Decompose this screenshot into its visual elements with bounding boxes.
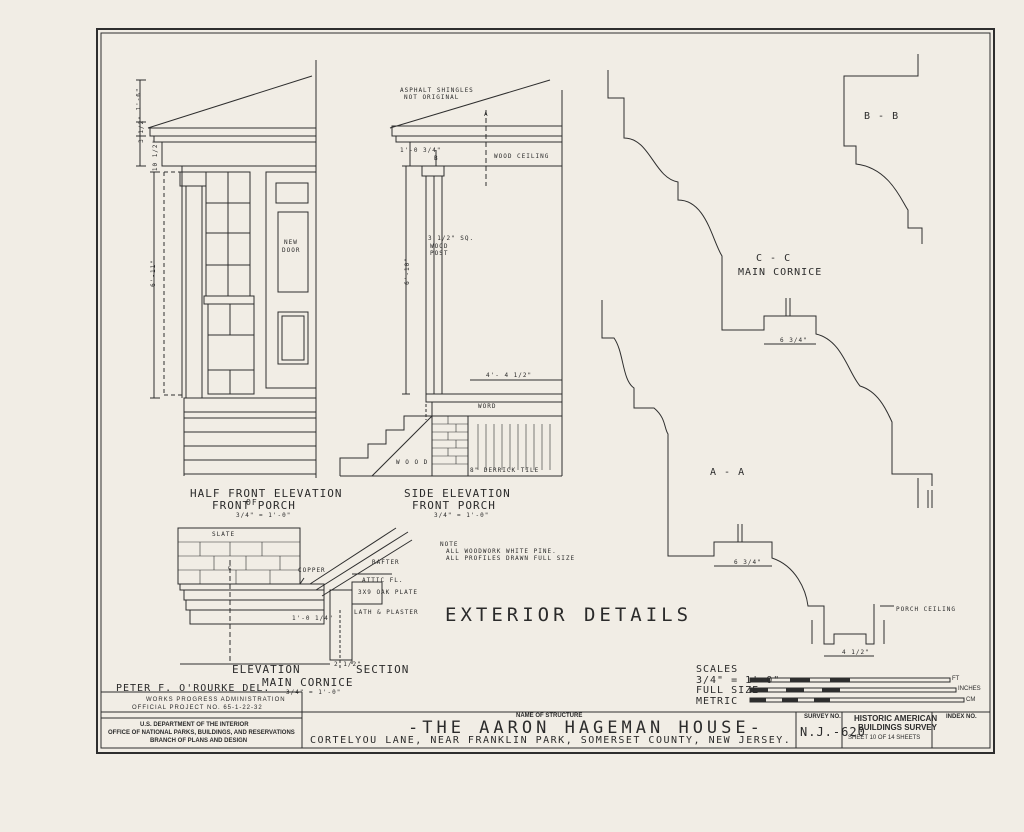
brick-label: 8" DERRICK TILE [470, 467, 540, 474]
new-door-label-2: DOOR [282, 247, 301, 254]
scales-heading: SCALES [696, 664, 739, 675]
half-front-of: OF [246, 498, 258, 507]
dim-10-half: 10 1/2" [152, 138, 160, 172]
dim-side: 1'-0 1/4" [292, 615, 334, 622]
side-elevation-title: SIDE ELEVATION [404, 487, 511, 500]
sheet-title: EXTERIOR DETAILS [445, 604, 693, 626]
dept-line-2: OFFICE OF NATIONAL PARKS, BUILDINGS, AND… [108, 730, 295, 736]
asphalt-note-2: NOT ORIGINAL [404, 94, 460, 101]
dim-aa: 6 3/4" [734, 559, 762, 566]
dim-porch: 4 1/2" [842, 649, 870, 656]
porch-ceiling-label: PORCH CEILING [896, 606, 956, 613]
wood-step-label: W O O D [396, 459, 429, 466]
profile-cc-label: C - C [756, 253, 792, 264]
copper-label: COPPER [298, 567, 326, 574]
scale-unit-in: INCHES [958, 686, 981, 692]
wpa-line-2: OFFICIAL PROJECT NO. 65-1-22-32 [132, 705, 263, 711]
dim-6-11: 6'-11" [149, 259, 157, 287]
new-door-label: NEW [284, 239, 298, 246]
dim-6-10: 6'-10" [403, 257, 411, 285]
rafter-label: RAFTER [372, 559, 400, 566]
scale-row-3: METRIC [696, 696, 739, 707]
structure-name-label: NAME OF STRUCTURE [516, 713, 583, 719]
structure-location: CORTELYOU LANE, NEAR FRANKLIN PARK, SOME… [310, 735, 792, 746]
cornice-section-label: SECTION [356, 663, 410, 676]
section-mark-c: C [228, 565, 233, 572]
dim-1-0-3: 1'-0 3/4" [400, 147, 442, 154]
profile-aa-label: A - A [710, 467, 746, 478]
wood-post-label-2: WOOD [430, 243, 449, 250]
half-front-scale: 3/4" = 1'-0" [236, 512, 292, 519]
cornice-elevation-label: ELEVATION [232, 663, 301, 676]
structure-name: -THE AARON HAGEMAN HOUSE- [408, 718, 764, 738]
survey-number: N.J.-620 [800, 725, 866, 739]
dim-4-4: 4'- 4 1/2" [486, 372, 533, 379]
dim-3-half: 3 1/2" [137, 115, 145, 143]
half-front-title: HALF FRONT ELEVATION [190, 487, 343, 500]
cornice-scale: 3/4" = 1'-0" [286, 689, 342, 696]
dept-line-1: U.S. DEPARTMENT OF THE INTERIOR [140, 722, 249, 728]
dim-1-6: 1'-6" [135, 87, 143, 111]
lath-plaster-label: LATH & PLASTER [354, 609, 419, 616]
index-no-label: INDEX NO. [946, 714, 977, 720]
attic-floor-label: ATTIC FL. [362, 577, 404, 584]
side-elevation-scale: 3/4" = 1'-0" [434, 512, 490, 519]
side-elevation-subtitle: FRONT PORCH [412, 499, 496, 512]
scale-row-1: 3/4" = 1'-0" [696, 675, 781, 686]
sheet-number: SHEET 10 OF 14 SHEETS [848, 735, 921, 741]
note-line-2: ALL PROFILES DRAWN FULL SIZE [446, 555, 576, 562]
profile-bb-label: B - B [864, 111, 900, 122]
delineator: PETER F. O'ROURKE DEL. [116, 683, 271, 694]
habs-line-1: HISTORIC AMERICAN [854, 714, 938, 723]
dim-cc: 6 3/4" [780, 337, 808, 344]
half-front-subtitle: FRONT PORCH [212, 499, 296, 512]
profile-cc-subtitle: MAIN CORNICE [738, 267, 823, 278]
scale-unit-cm: CM [966, 697, 976, 703]
dept-line-3: BRANCH OF PLANS AND DESIGN [150, 738, 248, 744]
note-heading: NOTE [440, 541, 459, 548]
wood-ceiling-label: WOOD CEILING [494, 153, 550, 160]
slate-label: SLATE [212, 531, 236, 538]
scale-row-2: FULL SIZE [696, 685, 760, 696]
section-mark-a: A [484, 111, 489, 118]
survey-no-label: SURVEY NO. [804, 714, 841, 720]
dim-2-half: 2 1/2" [334, 661, 362, 668]
habs-line-2: BUILDINGS SURVEY [858, 723, 937, 732]
wood-floor-label: WORD [478, 403, 497, 410]
scale-unit-ft: FT [952, 676, 960, 682]
cornice-title: MAIN CORNICE [262, 676, 354, 689]
wood-post-label-3: POST [430, 250, 449, 257]
oak-plate-label: 3X9 OAK PLATE [358, 589, 418, 596]
asphalt-note: ASPHALT SHINGLES [400, 87, 474, 94]
wpa-line-1: WORKS PROGRESS ADMINISTRATION [146, 697, 286, 703]
note-line-1: ALL WOODWORK WHITE PINE. [446, 548, 557, 555]
section-mark-b: B [434, 155, 439, 162]
wood-post-label: 3 1/2" SQ. [428, 235, 475, 242]
